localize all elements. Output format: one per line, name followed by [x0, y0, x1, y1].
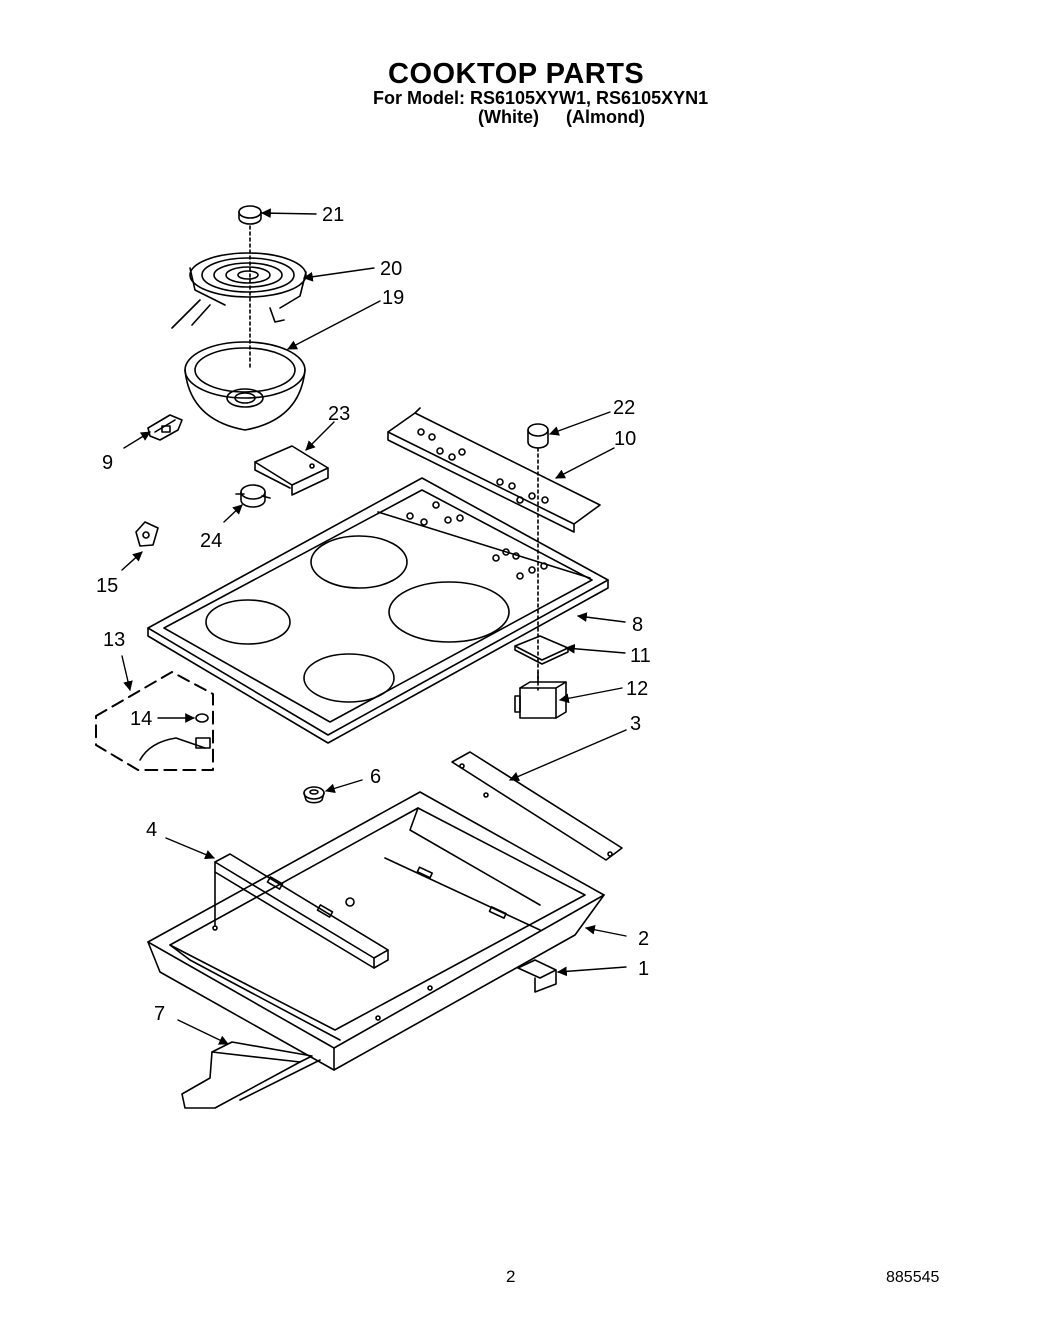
part-22-control-knob — [527, 423, 549, 691]
callout-12: 12 — [626, 678, 648, 700]
part-8-cooktop — [147, 477, 609, 744]
part-24-switch — [235, 484, 271, 508]
part-12-infinite-switch — [514, 671, 567, 719]
callout-13: 13 — [103, 629, 125, 651]
callout-22: 22 — [613, 397, 635, 419]
part-6-grommet — [303, 786, 325, 804]
page-title: COOKTOP PARTS — [388, 58, 645, 90]
callout-24: 24 — [200, 530, 222, 552]
callout-23: 23 — [328, 403, 350, 425]
part-1-mounting-clip — [517, 959, 557, 993]
part-10-control-panel — [387, 407, 601, 533]
part-20-surface-element — [171, 252, 307, 329]
color-variants: (White) (Almond) — [478, 107, 645, 128]
page-number: 2 — [506, 1267, 516, 1286]
part-3-front-bracket — [451, 751, 623, 861]
callout-6: 6 — [370, 766, 381, 788]
color-almond-label: (Almond) — [566, 107, 645, 127]
callout-7: 7 — [154, 1003, 165, 1025]
callout-4: 4 — [146, 819, 157, 841]
part-19-drip-bowl — [184, 341, 306, 431]
callout-8: 8 — [632, 614, 643, 636]
document-number: 885545 — [886, 1269, 940, 1286]
callout-labels: 21 20 19 22 23 10 9 24 15 8 11 13 12 14 … — [96, 204, 651, 1025]
part-11-switch-bracket — [514, 635, 569, 665]
callout-20: 20 — [380, 258, 402, 280]
part-4-support-rail — [214, 853, 389, 969]
callout-9: 9 — [102, 452, 113, 474]
color-white-label: (White) — [478, 107, 539, 127]
part-7-front-trim — [181, 1041, 321, 1109]
callout-11: 11 — [630, 645, 651, 667]
callout-14: 14 — [130, 708, 152, 730]
callout-10: 10 — [614, 428, 636, 450]
callout-1: 1 — [638, 958, 649, 980]
part-23-bracket — [254, 445, 329, 496]
model-line: For Model: RS6105XYW1, RS6105XYN1 — [373, 88, 709, 108]
part-15-receptacle — [135, 521, 159, 547]
part-21-surface-unit-knob — [238, 205, 262, 371]
callout-15: 15 — [96, 575, 118, 597]
part-9-terminal-block — [147, 414, 183, 441]
leader-lines — [121, 208, 627, 1045]
part-13-wiring-kit — [95, 671, 214, 771]
callout-19: 19 — [382, 287, 404, 309]
part-2-burner-box — [147, 791, 605, 1071]
callout-2: 2 — [638, 928, 649, 950]
callout-21: 21 — [322, 204, 344, 226]
callout-3: 3 — [630, 713, 641, 735]
